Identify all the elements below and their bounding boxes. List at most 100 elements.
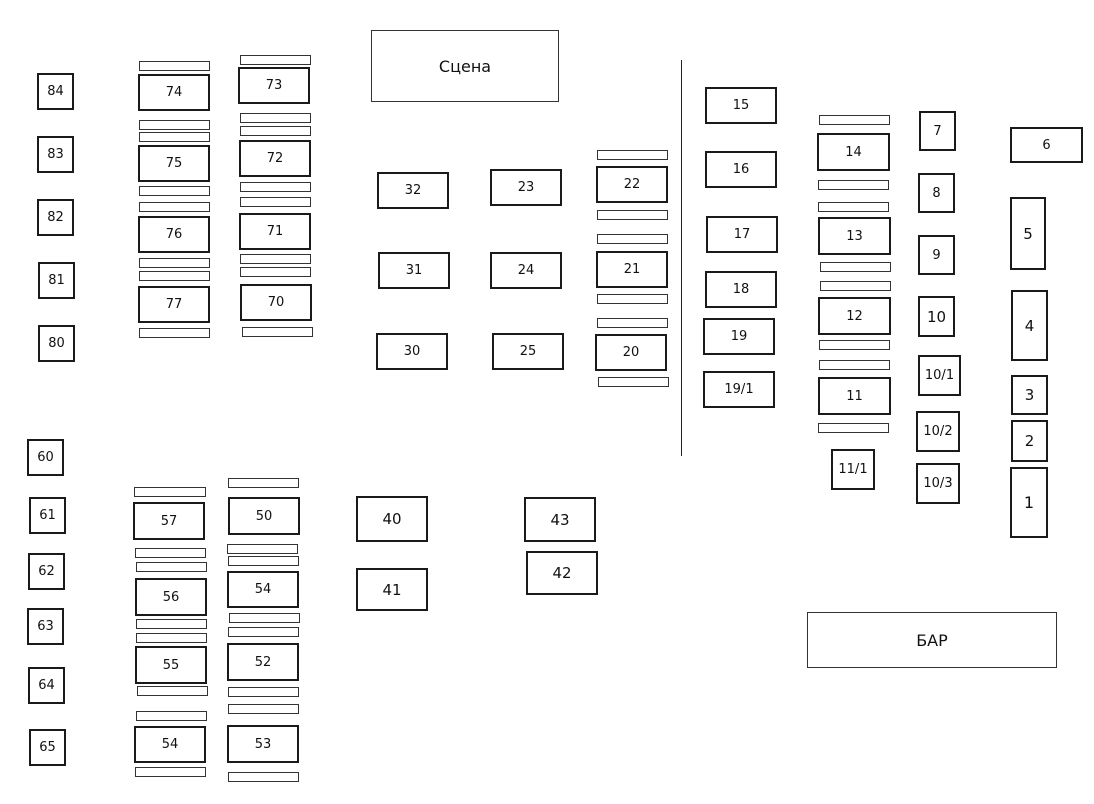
table-73[interactable]: 73 — [238, 67, 310, 104]
table-label: 16 — [732, 162, 750, 177]
table-label: 74 — [165, 85, 183, 100]
table-21[interactable]: 21 — [596, 251, 668, 288]
table-22[interactable]: 22 — [596, 166, 668, 203]
table-41[interactable]: 41 — [356, 568, 428, 611]
table-54[interactable]: 54 — [227, 571, 299, 608]
table-74[interactable]: 74 — [138, 74, 210, 111]
table-label: 55 — [162, 657, 180, 673]
table-7[interactable]: 7 — [919, 111, 956, 151]
table-84[interactable]: 84 — [37, 73, 74, 110]
table-12[interactable]: 12 — [818, 297, 891, 335]
table-1[interactable]: 1 — [1010, 467, 1048, 538]
table-3[interactable]: 3 — [1011, 375, 1048, 415]
table-50[interactable]: 50 — [228, 497, 300, 535]
table-17[interactable]: 17 — [706, 216, 778, 253]
bar-zone: БАР — [807, 612, 1057, 668]
table-24[interactable]: 24 — [490, 252, 562, 289]
table-label: 77 — [165, 297, 183, 312]
table-55[interactable]: 55 — [135, 646, 207, 684]
bench — [136, 562, 207, 572]
bench — [139, 61, 210, 71]
table-53[interactable]: 53 — [227, 725, 299, 763]
table-label: 23 — [517, 180, 535, 195]
table-56[interactable]: 56 — [135, 578, 207, 616]
table-label: 8 — [932, 185, 941, 201]
table-4[interactable]: 4 — [1011, 290, 1048, 361]
table-8[interactable]: 8 — [918, 173, 955, 213]
table-2[interactable]: 2 — [1011, 420, 1048, 462]
table-60[interactable]: 60 — [27, 439, 64, 476]
table-52[interactable]: 52 — [227, 643, 299, 681]
table-82[interactable]: 82 — [37, 199, 74, 236]
table-label: 65 — [39, 740, 56, 755]
table-19-1[interactable]: 19/1 — [703, 371, 775, 408]
table-10-3[interactable]: 10/3 — [916, 463, 960, 504]
table-83[interactable]: 83 — [37, 136, 74, 173]
bench — [819, 115, 890, 125]
table-18[interactable]: 18 — [705, 271, 777, 308]
table-75[interactable]: 75 — [138, 145, 210, 182]
table-label: 19/1 — [724, 382, 754, 397]
table-23[interactable]: 23 — [490, 169, 562, 206]
bench — [139, 271, 210, 281]
table-72[interactable]: 72 — [239, 140, 311, 177]
table-label: 24 — [517, 263, 535, 278]
table-43[interactable]: 43 — [524, 497, 596, 542]
bench — [240, 113, 311, 123]
bench — [136, 619, 207, 629]
table-11-1[interactable]: 11/1 — [831, 449, 875, 490]
table-25[interactable]: 25 — [492, 333, 564, 370]
table-77[interactable]: 77 — [138, 286, 210, 323]
table-15[interactable]: 15 — [705, 87, 777, 124]
table-label: 76 — [165, 227, 183, 242]
table-10-1[interactable]: 10/1 — [918, 355, 961, 396]
table-19[interactable]: 19 — [703, 318, 775, 355]
table-10[interactable]: 10 — [918, 296, 955, 337]
table-40[interactable]: 40 — [356, 496, 428, 542]
table-62[interactable]: 62 — [28, 553, 65, 590]
table-9[interactable]: 9 — [918, 235, 955, 275]
table-64[interactable]: 64 — [28, 667, 65, 704]
table-label: 43 — [550, 510, 570, 529]
bench — [597, 150, 668, 160]
table-57[interactable]: 57 — [133, 502, 205, 540]
table-label: 72 — [266, 151, 284, 166]
table-label: 21 — [623, 262, 641, 277]
table-20[interactable]: 20 — [595, 334, 667, 371]
table-71[interactable]: 71 — [239, 213, 311, 250]
table-label: 3 — [1024, 386, 1035, 404]
table-label: 52 — [254, 654, 272, 670]
table-label: 18 — [732, 282, 750, 297]
table-16[interactable]: 16 — [705, 151, 777, 188]
bench — [240, 267, 311, 277]
table-63[interactable]: 63 — [27, 608, 64, 645]
bench — [228, 478, 299, 488]
table-42[interactable]: 42 — [526, 551, 598, 595]
table-6[interactable]: 6 — [1010, 127, 1083, 163]
table-70[interactable]: 70 — [240, 284, 312, 321]
table-13[interactable]: 13 — [818, 217, 891, 255]
table-65[interactable]: 65 — [29, 729, 66, 766]
table-10-2[interactable]: 10/2 — [916, 411, 960, 452]
table-61[interactable]: 61 — [29, 497, 66, 534]
table-80[interactable]: 80 — [38, 325, 75, 362]
bench — [228, 687, 299, 697]
table-label: 61 — [39, 508, 56, 523]
table-76[interactable]: 76 — [138, 216, 210, 253]
table-label: 10/3 — [923, 476, 953, 491]
table-label: 82 — [47, 210, 64, 225]
table-81[interactable]: 81 — [38, 262, 75, 299]
bench — [597, 234, 668, 244]
table-11[interactable]: 11 — [818, 377, 891, 415]
table-14[interactable]: 14 — [817, 133, 890, 171]
table-30[interactable]: 30 — [376, 333, 448, 370]
table-label: 53 — [254, 736, 272, 752]
table-label: 42 — [552, 564, 572, 582]
bench — [139, 328, 210, 338]
table-31[interactable]: 31 — [378, 252, 450, 289]
table-32[interactable]: 32 — [377, 172, 449, 209]
table-label: 73 — [265, 78, 283, 93]
table-5[interactable]: 5 — [1010, 197, 1046, 270]
bench — [228, 556, 299, 566]
table-54[interactable]: 54 — [134, 726, 206, 763]
